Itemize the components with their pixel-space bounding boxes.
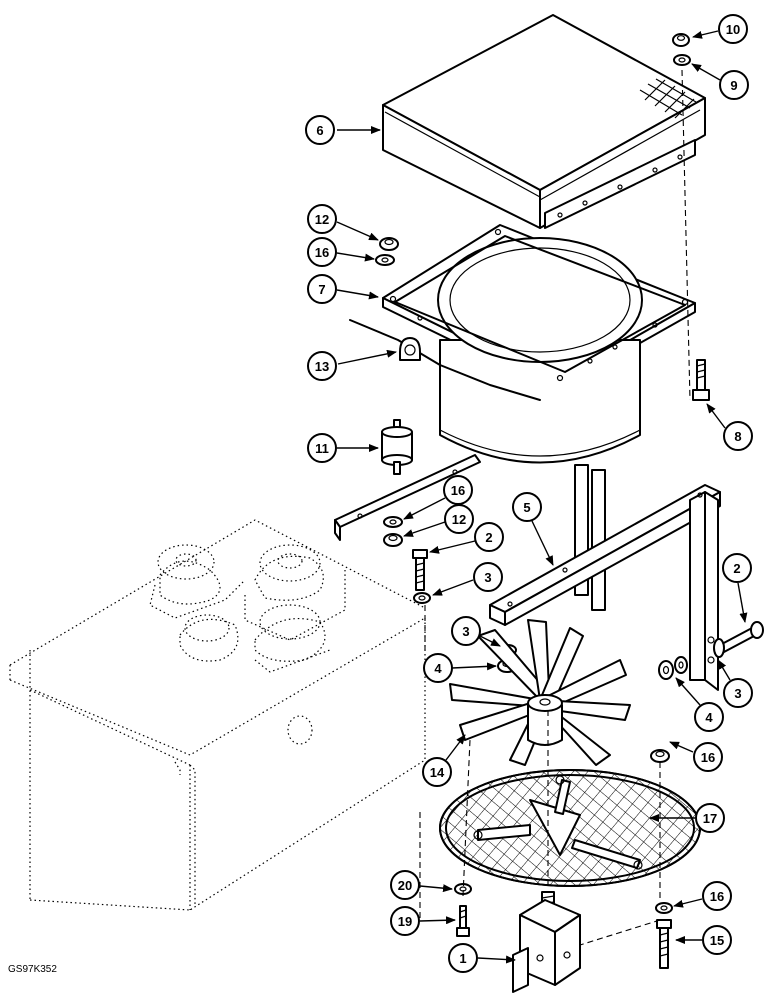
callout-11[interactable]: 11 [307, 433, 379, 463]
callout-13-label: 13 [315, 359, 329, 374]
callout-9[interactable]: 9 [691, 63, 749, 100]
assembly-centerlines [419, 69, 691, 946]
callout-6-label: 6 [316, 123, 323, 138]
callout-7[interactable]: 7 [307, 274, 379, 304]
fan-blade-part-14 [449, 619, 631, 766]
callout-2-right[interactable]: 2 [722, 553, 752, 623]
callout-4-center[interactable]: 4 [423, 653, 497, 683]
callout-3-left-label: 3 [484, 570, 491, 585]
bolt-part-2-left [412, 549, 428, 591]
callout-20-label: 20 [398, 878, 412, 893]
callout-1[interactable]: 1 [448, 943, 516, 973]
callout-2-left[interactable]: 2 [429, 522, 504, 554]
callout-2-right-label: 2 [733, 561, 740, 576]
callout-12-top-label: 12 [315, 212, 329, 227]
callout-14[interactable]: 14 [422, 734, 466, 787]
callout-19-label: 19 [398, 914, 412, 929]
callout-15[interactable]: 15 [675, 925, 732, 955]
callout-16-top-label: 16 [315, 245, 329, 260]
callout-2-left-label: 2 [485, 530, 492, 545]
hydraulic-motor-part-1 [512, 891, 581, 993]
washer-part-16-lower [655, 902, 673, 914]
callout-10[interactable]: 10 [692, 14, 748, 44]
washer-part-3-left [413, 592, 431, 604]
callout-10-label: 10 [726, 22, 740, 37]
callout-12-mid[interactable]: 12 [403, 504, 474, 537]
callout-17[interactable]: 16 [669, 741, 723, 772]
isolator-mount-part-11 [381, 419, 413, 475]
washer-part-16-top [375, 254, 395, 266]
callout-4-right-label: 4 [705, 710, 713, 725]
callout-6[interactable]: 6 [305, 115, 381, 145]
fan-shroud-part-7 [382, 224, 696, 464]
callout-5[interactable]: 5 [512, 492, 554, 566]
callout-18[interactable]: 17 [649, 803, 725, 833]
callout-3-left[interactable]: 3 [432, 562, 503, 596]
engine-background [9, 519, 426, 911]
callout-7-label: 7 [318, 282, 325, 297]
bolt-part-19 [456, 905, 470, 937]
hose-clip-part-13 [349, 319, 541, 401]
callout-9-label: 9 [730, 78, 737, 93]
callout-8-label: 8 [734, 429, 741, 444]
callout-16-mid-label: 16 [451, 483, 465, 498]
callout-12-mid-label: 12 [452, 512, 466, 527]
figure-reference-code: GS97K352 [8, 964, 57, 975]
callout-18-label: 17 [703, 811, 717, 826]
callout-3-right[interactable]: 3 [717, 659, 753, 708]
cover-box-part-6 [382, 14, 706, 229]
callout-3-right-label: 3 [734, 686, 741, 701]
washer-part-9 [673, 54, 691, 66]
callout-20[interactable]: 20 [390, 870, 453, 900]
nut-part-12-top [379, 237, 399, 251]
callout-12-top[interactable]: 12 [307, 204, 379, 241]
callout-3-center[interactable]: 3 [451, 616, 501, 647]
callout-15-label: 15 [710, 933, 724, 948]
bolt-part-8 [692, 359, 710, 401]
callout-16-lower[interactable]: 16 [673, 881, 732, 911]
bolt-part-2-right [713, 621, 764, 658]
nut-part-4-right [658, 660, 674, 680]
nut-part-17 [650, 749, 670, 763]
callout-8[interactable]: 8 [706, 403, 753, 451]
callout-14-label: 14 [430, 765, 445, 780]
washer-part-3-right [674, 656, 688, 674]
callout-16-mid[interactable]: 16 [403, 475, 473, 520]
callout-17-label: 16 [701, 750, 715, 765]
callout-5-label: 5 [523, 500, 530, 515]
nut-part-12-upper [383, 533, 403, 547]
bolt-part-15 [656, 919, 672, 969]
mounting-frame-part-5 [334, 454, 721, 691]
fan-guard-part-18 [439, 769, 701, 887]
callout-4-right[interactable]: 4 [675, 677, 724, 732]
callout-19[interactable]: 19 [390, 906, 456, 936]
callout-16-top[interactable]: 16 [307, 237, 375, 267]
callout-4-center-label: 4 [434, 661, 442, 676]
callout-13[interactable]: 13 [307, 349, 397, 381]
washer-part-16-upper [383, 516, 403, 528]
nut-part-10 [672, 33, 690, 47]
callout-3-center-label: 3 [462, 624, 469, 639]
callout-1-label: 1 [459, 951, 466, 966]
callout-16-lower-label: 16 [710, 889, 724, 904]
callout-11-label: 11 [315, 441, 329, 456]
